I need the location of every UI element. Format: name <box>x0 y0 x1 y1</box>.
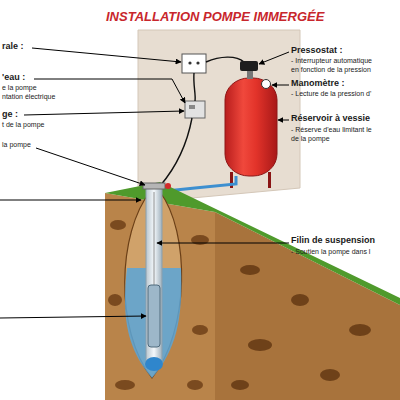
electric-cable <box>194 73 195 101</box>
tank-leg <box>268 172 271 188</box>
leader-line <box>278 120 289 121</box>
pressure-switch <box>240 61 258 71</box>
well-casing <box>146 188 162 364</box>
soil-side <box>215 212 400 400</box>
rock <box>349 324 371 336</box>
part-label: la pompe <box>2 141 31 148</box>
tank-fitting <box>247 70 253 79</box>
valve <box>165 183 171 189</box>
pump-base <box>145 357 163 371</box>
part-label: 'eau : <box>2 73 25 82</box>
leader-line <box>32 48 181 62</box>
leader-line <box>0 200 141 201</box>
rock <box>320 369 340 381</box>
part-label: t de la pompe <box>2 121 44 128</box>
part-label: rale : <box>2 42 24 51</box>
outlet-pin <box>188 61 191 64</box>
well-head <box>143 183 165 189</box>
control-button <box>189 105 195 109</box>
leader-line <box>272 85 289 86</box>
control-box <box>185 101 205 118</box>
part-label: Filin de suspension <box>291 236 375 245</box>
water-pipe <box>166 176 236 191</box>
diagram-title: INSTALLATION POMPE IMMERGÉE <box>106 9 324 24</box>
wall <box>138 30 300 203</box>
submersible-pump <box>148 285 160 347</box>
part-label: ntation électrique <box>2 93 55 100</box>
electric-cable <box>160 118 192 186</box>
part-label: en fonction de la pression <box>291 66 371 73</box>
part-label: - Soutien la pompe dans l <box>291 248 370 255</box>
rock <box>231 380 249 390</box>
part-label: Pressostat : <box>291 46 343 55</box>
part-label: ge : <box>2 110 18 119</box>
leader-line <box>259 52 289 64</box>
rock <box>108 294 122 306</box>
part-label: Réservoir à vessie <box>291 114 370 123</box>
rock <box>187 380 203 390</box>
power-outlet <box>182 54 206 73</box>
outlet-pin <box>196 61 199 64</box>
part-label: - Interrupteur automatique <box>291 57 372 64</box>
leader-line <box>36 148 145 185</box>
part-label: Manomètre : <box>291 79 345 88</box>
leader-line <box>24 111 184 115</box>
part-label: e la pompe <box>2 84 37 91</box>
bladder-tank <box>225 78 277 176</box>
rock <box>248 339 272 351</box>
rock <box>192 325 208 335</box>
part-label: de la pompe <box>291 135 330 142</box>
pressure-gauge <box>262 80 271 89</box>
part-label: - Réserve d'eau limitant le <box>291 126 372 133</box>
leader-line <box>157 243 289 244</box>
rock <box>110 220 126 230</box>
leader-line <box>0 316 146 318</box>
groundwater <box>125 268 181 378</box>
electric-cable <box>206 57 244 62</box>
leader-line <box>34 79 185 103</box>
rock <box>115 380 135 390</box>
rock <box>240 265 260 275</box>
rock <box>291 294 309 306</box>
part-label: - Lecture de la pression d' <box>291 90 371 97</box>
suspension-cable <box>154 192 155 285</box>
